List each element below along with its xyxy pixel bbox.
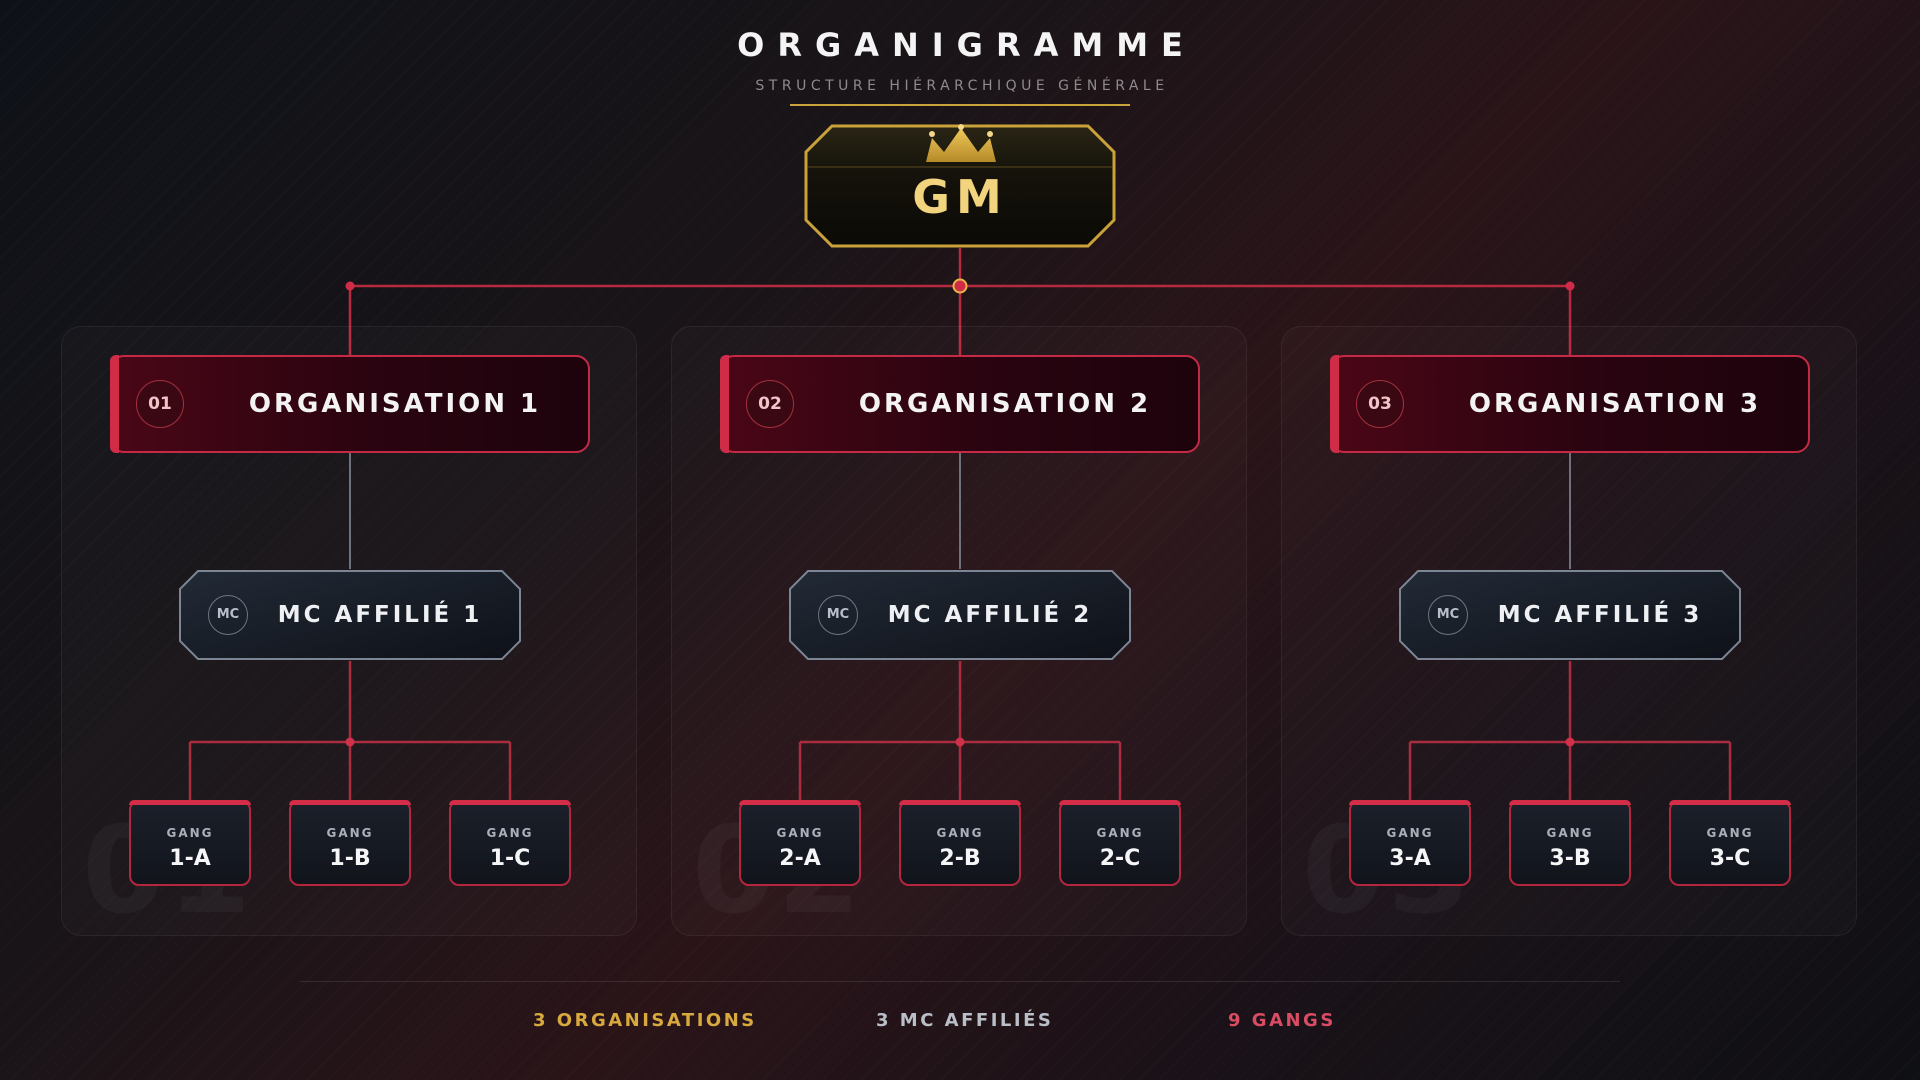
footer-divider [300, 981, 1620, 982]
gang-kicker: GANG [166, 826, 214, 840]
organization-panel-1: 01 [61, 326, 637, 936]
stat-organisations: 3 ORGANISATIONS [533, 1010, 757, 1031]
org-number-badge: 02 [746, 380, 794, 428]
gang-name: 2-B [939, 846, 981, 871]
gang-node-1c[interactable]: GANG 1-C [449, 800, 571, 886]
root-node-gm[interactable]: GM [804, 124, 1116, 248]
gang-node-1a[interactable]: GANG 1-A [129, 800, 251, 886]
gang-node-2b[interactable]: GANG 2-B [899, 800, 1021, 886]
gang-name: 3-C [1709, 846, 1751, 871]
org-number-badge: 01 [136, 380, 184, 428]
org-name: ORGANISATION 2 [858, 389, 1152, 419]
junction-dot [345, 281, 355, 291]
page-subtitle: STRUCTURE HIÉRARCHIQUE GÉNÉRALE [755, 78, 1169, 94]
gang-name: 1-B [329, 846, 371, 871]
gang-name: 3-B [1549, 846, 1591, 871]
mc-node-3[interactable]: MC MC AFFILIÉ 3 [1398, 569, 1742, 661]
organization-node-1[interactable]: 01 ORGANISATION 1 [110, 355, 590, 453]
gang-node-3b[interactable]: GANG 3-B [1509, 800, 1631, 886]
gang-node-3a[interactable]: GANG 3-A [1349, 800, 1471, 886]
organization-node-2[interactable]: 02 ORGANISATION 2 [720, 355, 1200, 453]
org-name: ORGANISATION 1 [248, 389, 542, 419]
gang-node-2a[interactable]: GANG 2-A [739, 800, 861, 886]
gang-kicker: GANG [936, 826, 984, 840]
org-accent-bar [720, 355, 729, 453]
gang-kicker: GANG [1546, 826, 1594, 840]
title-underline [790, 104, 1130, 106]
organization-panel-3: 03 [1281, 326, 1857, 936]
stat-mc-affilies: 3 MC AFFILIÉS [876, 1010, 1054, 1031]
gang-accent-bar [449, 800, 571, 805]
page-title: ORGANIGRAMME [737, 26, 1196, 64]
mc-node-2[interactable]: MC MC AFFILIÉ 2 [788, 569, 1132, 661]
gang-name: 2-C [1099, 846, 1141, 871]
gang-name: 1-C [489, 846, 531, 871]
gang-accent-bar [1059, 800, 1181, 805]
gang-kicker: GANG [1706, 826, 1754, 840]
org-accent-bar [1330, 355, 1339, 453]
gang-kicker: GANG [486, 826, 534, 840]
gang-accent-bar [1509, 800, 1631, 805]
gang-name: 3-A [1389, 846, 1431, 871]
organization-node-3[interactable]: 03 ORGANISATION 3 [1330, 355, 1810, 453]
gang-name: 2-A [779, 846, 821, 871]
gang-node-1b[interactable]: GANG 1-B [289, 800, 411, 886]
gang-accent-bar [739, 800, 861, 805]
stat-gangs: 9 GANGS [1228, 1010, 1336, 1031]
crown-icon [926, 124, 996, 162]
gang-kicker: GANG [326, 826, 374, 840]
gang-kicker: GANG [1386, 826, 1434, 840]
gang-node-3c[interactable]: GANG 3-C [1669, 800, 1791, 886]
root-label: GM [912, 170, 1008, 224]
mc-name: MC AFFILIÉ 3 [1497, 602, 1703, 628]
gang-accent-bar [899, 800, 1021, 805]
org-number-badge: 03 [1356, 380, 1404, 428]
org-name: ORGANISATION 3 [1468, 389, 1762, 419]
mc-badge: MC [208, 595, 248, 635]
mc-badge: MC [1428, 595, 1468, 635]
gang-kicker: GANG [1096, 826, 1144, 840]
gang-accent-bar [1669, 800, 1791, 805]
gang-accent-bar [129, 800, 251, 805]
mc-name: MC AFFILIÉ 1 [277, 602, 483, 628]
header: ORGANIGRAMME STRUCTURE HIÉRARCHIQUE GÉNÉ… [0, 26, 1920, 94]
mc-name: MC AFFILIÉ 2 [887, 602, 1093, 628]
junction-dot [1565, 281, 1575, 291]
root-junction-dot [952, 278, 968, 294]
gang-node-2c[interactable]: GANG 2-C [1059, 800, 1181, 886]
gang-accent-bar [289, 800, 411, 805]
gang-kicker: GANG [776, 826, 824, 840]
gang-name: 1-A [169, 846, 211, 871]
org-accent-bar [110, 355, 119, 453]
organization-panel-2: 02 [671, 326, 1247, 936]
mc-node-1[interactable]: MC MC AFFILIÉ 1 [178, 569, 522, 661]
mc-badge: MC [818, 595, 858, 635]
gang-accent-bar [1349, 800, 1471, 805]
